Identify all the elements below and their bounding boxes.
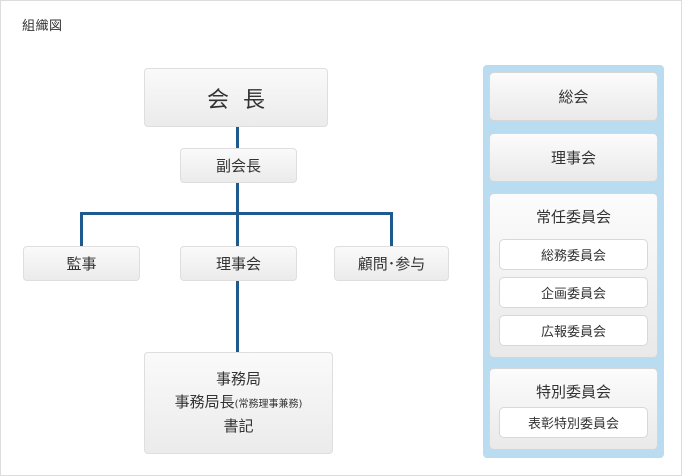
secretariat-head-note: (常務理事兼務) [234,399,303,411]
secretariat-clerk: 書記 [223,416,254,435]
general-assembly-label: 総会 [558,88,589,106]
board-box-label: 理事会 [550,149,596,167]
committee-item: 表彰特別委員会 [499,407,648,438]
special-committees-title: 特別委員会 [535,383,611,401]
committee-item: 企画委員会 [499,277,648,308]
chairman-label: 会長 [206,87,279,113]
secretariat-title: 事務局 [215,370,261,389]
page-title: 組織図 [22,19,63,34]
committees-panel: 総会 理事会 常任委員会 総務委員会 企画委員会 広報委員会 特別委員会 表彰特… [483,65,664,458]
standing-committees-group: 常任委員会 総務委員会 企画委員会 広報委員会 [489,193,658,358]
connector-chairman-vice [236,127,239,148]
vice-chairman-node: 副会長 [180,148,297,183]
connector-board-secretariat [236,281,239,352]
chairman-node: 会長 [144,68,328,127]
secretariat-node: 事務局 事務局長(常務理事兼務) 書記 [144,352,333,454]
advisors-label: 顧問･参与 [357,255,426,273]
connector-vice-branch [236,183,239,215]
committee-item: 総務委員会 [499,239,648,270]
committee-item: 広報委員会 [499,315,648,346]
board-label: 理事会 [215,255,261,273]
connector-to-advisors [390,212,393,246]
board-node: 理事会 [180,246,297,281]
connector-to-auditor [80,212,83,246]
secretariat-head: 事務局長(常務理事兼務) [175,394,303,411]
board-box: 理事会 [489,133,658,182]
auditor-label: 監事 [66,255,97,273]
advisors-node: 顧問･参与 [334,246,449,281]
auditor-node: 監事 [23,246,140,281]
secretariat-head-label: 事務局長 [174,393,235,412]
standing-committees-title: 常任委員会 [535,208,611,226]
vice-chairman-label: 副会長 [215,157,261,175]
general-assembly-box: 総会 [489,72,658,121]
special-committees-group: 特別委員会 表彰特別委員会 [489,368,658,450]
connector-to-board [236,212,239,246]
